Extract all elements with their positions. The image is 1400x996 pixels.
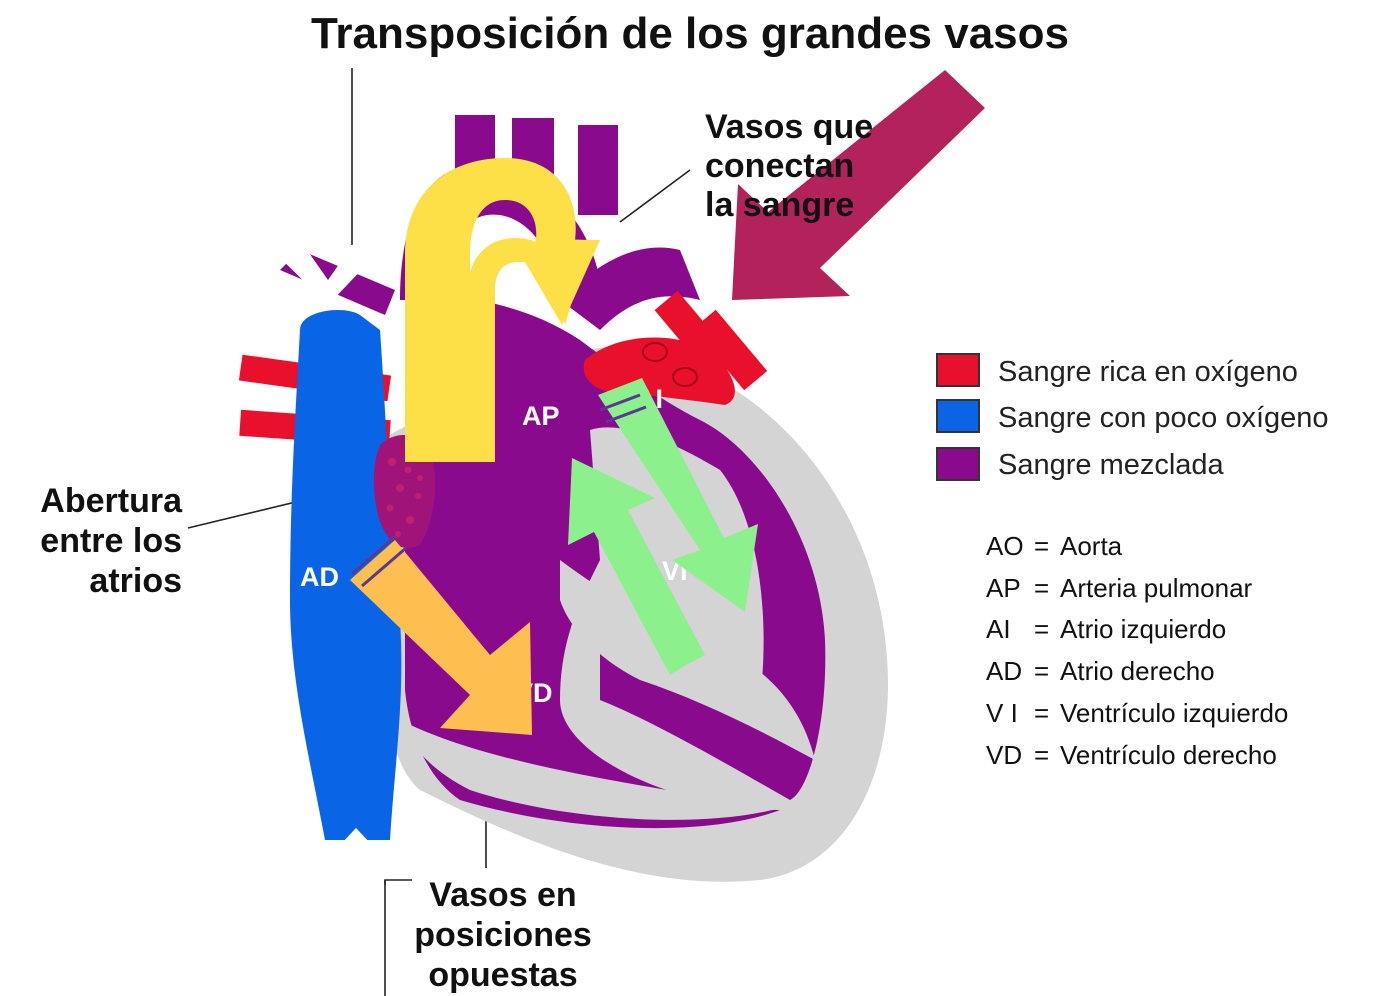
abbr-code: VD xyxy=(986,740,1022,770)
abbr-meaning: Aorta xyxy=(1060,531,1123,561)
svg-text:=: = xyxy=(1034,614,1049,644)
pulmonary-vein-right-2 xyxy=(692,309,768,391)
legend-label-oxygen-poor: Sangre con poco oxígeno xyxy=(998,402,1329,434)
svg-text:Abertura: Abertura xyxy=(40,482,183,520)
svg-text:entre los: entre los xyxy=(40,522,182,560)
svg-text:opuestas: opuestas xyxy=(428,956,577,994)
legend-swatch-oxygen-rich xyxy=(936,353,980,387)
abbr-meaning: Ventrículo izquierdo xyxy=(1060,698,1288,728)
svg-text:atrios: atrios xyxy=(89,562,182,600)
abbr-meaning: Ventrículo derecho xyxy=(1060,740,1277,770)
abbr-code: AD xyxy=(986,656,1022,686)
svg-text:=: = xyxy=(1034,531,1049,561)
svg-text:la sangre: la sangre xyxy=(705,186,854,224)
svg-text:=: = xyxy=(1034,656,1049,686)
callout-bottom: Vasos en posiciones opuestas xyxy=(414,876,592,994)
svg-text:posiciones: posiciones xyxy=(414,916,592,954)
vena-cava xyxy=(290,310,402,840)
legend-label-mixed: Sangre mezclada xyxy=(998,449,1225,481)
vein-opening-1 xyxy=(642,342,668,362)
lower-wall-band xyxy=(400,720,780,820)
svg-text:=: = xyxy=(1034,573,1049,603)
abbr-code: V I xyxy=(986,698,1018,728)
abbr-meaning: Arteria pulmonar xyxy=(1060,573,1253,603)
abbreviation-key: AO = Aorta AP = Arteria pulmonar AI = At… xyxy=(986,531,1288,770)
label-ad: AD xyxy=(300,562,339,592)
opening-texture xyxy=(386,458,423,537)
abbr-meaning: Atrio derecho xyxy=(1060,656,1215,686)
svg-text:Vasos que: Vasos que xyxy=(705,108,873,146)
abbr-code: AO xyxy=(986,531,1024,561)
vein-opening-2 xyxy=(672,367,698,387)
yellow-arrow-body xyxy=(405,158,600,462)
callout-top-right: Vasos que conectan la sangre xyxy=(705,108,873,224)
legend-swatch-oxygen-poor xyxy=(936,399,980,433)
green-arrow-up xyxy=(568,458,705,675)
callout-left: Abertura entre los atrios xyxy=(40,482,183,600)
svg-text:Vasos en: Vasos en xyxy=(429,876,576,914)
legend: Sangre rica en oxígeno Sangre con poco o… xyxy=(936,353,1329,481)
label-ap: AP xyxy=(522,401,560,431)
diagram-title: Transposición de los grandes vasos xyxy=(311,9,1069,58)
crimson-arrow xyxy=(732,70,985,300)
orange-arrow xyxy=(350,534,532,735)
green-arrow-down xyxy=(598,378,758,612)
svg-text:=: = xyxy=(1034,740,1049,770)
svg-text:=: = xyxy=(1034,698,1049,728)
abbr-code: AP xyxy=(986,573,1021,603)
legend-label-oxygen-rich: Sangre rica en oxígeno xyxy=(998,356,1298,388)
overlay-arrows xyxy=(350,70,985,735)
legend-swatch-mixed xyxy=(936,447,980,481)
pulmonary-artery xyxy=(560,247,700,330)
white-chevrons xyxy=(262,240,410,878)
aortic-branch-3 xyxy=(578,125,618,215)
svg-text:conectan: conectan xyxy=(705,147,854,185)
abbr-code: AI xyxy=(986,614,1011,644)
abbr-meaning: Atrio izquierdo xyxy=(1060,614,1226,644)
